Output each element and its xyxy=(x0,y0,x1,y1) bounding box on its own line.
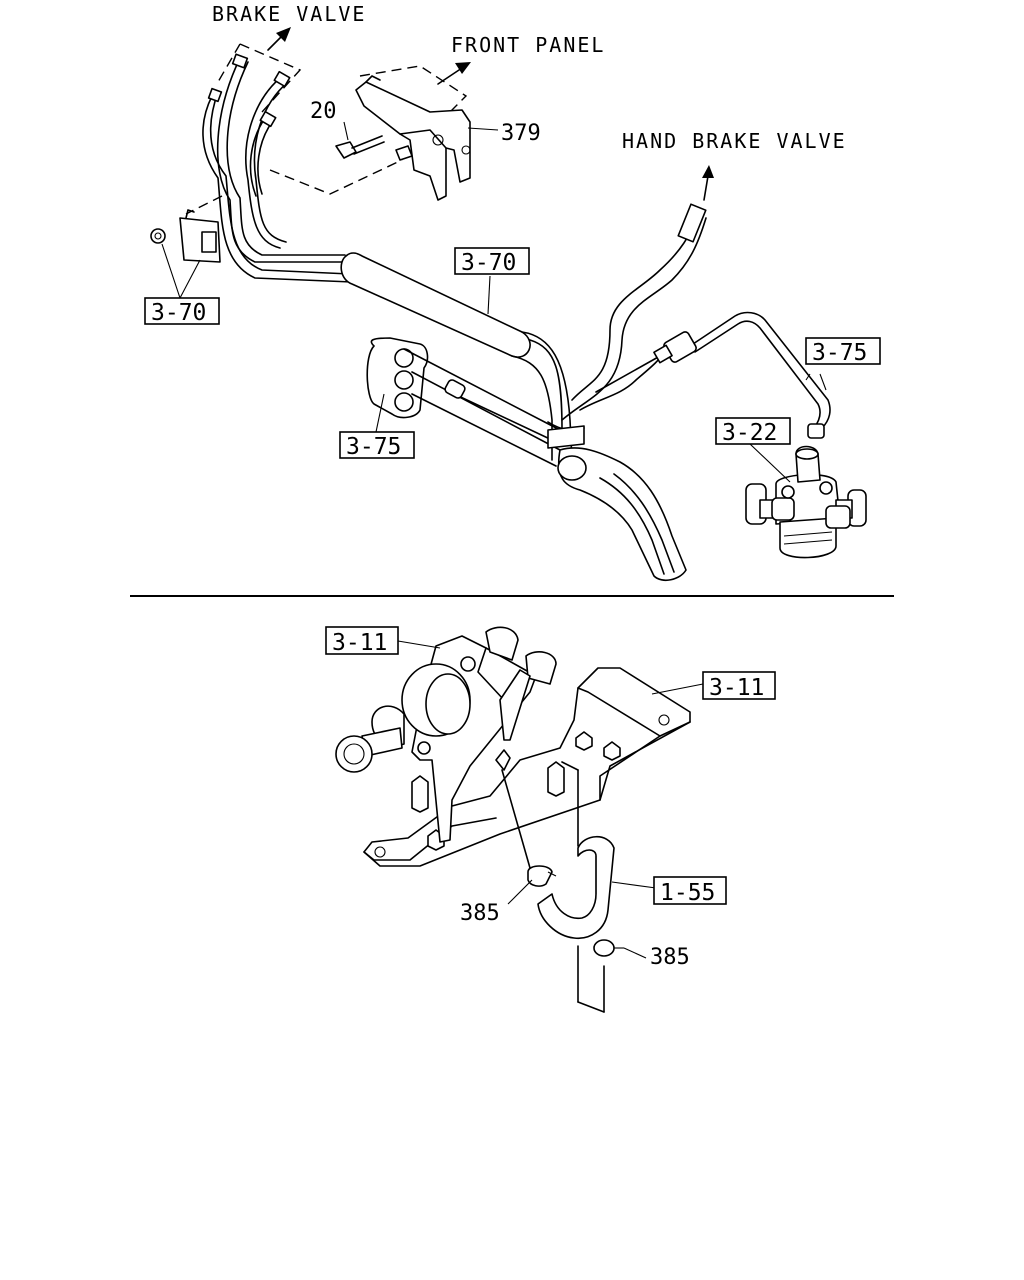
front-panel-bracket xyxy=(269,65,471,201)
hose xyxy=(537,835,615,939)
lower-assembly: 385 385 3-11 3-11 1-55 xyxy=(325,626,776,1013)
grommet-conduit xyxy=(557,447,687,582)
ref-1-55-label: 1-55 xyxy=(660,880,715,906)
ref-box-3-11-left[interactable]: 3-11 xyxy=(325,626,399,656)
ref-box-3-75-right[interactable]: 3-75 xyxy=(805,337,881,366)
hand-brake-valve-label: HAND BRAKE VALVE xyxy=(622,129,847,153)
bolt-icon xyxy=(547,761,565,797)
brake-pipe-bundle xyxy=(202,53,353,283)
ref-box-3-75-left[interactable]: 3-75 xyxy=(339,431,415,460)
ref-3-75-left-label: 3-75 xyxy=(346,434,401,460)
bolt-icon xyxy=(603,741,621,761)
callout-20: 20 xyxy=(310,99,337,124)
nut-icon xyxy=(150,228,166,244)
ref-3-75-right-label: 3-75 xyxy=(812,340,867,366)
bolt-icon xyxy=(411,775,429,813)
pipe-bracket-left xyxy=(150,195,223,263)
brake-valve-label: BRAKE VALVE xyxy=(212,2,366,26)
ref-box-3-70-left[interactable]: 3-70 xyxy=(144,297,220,326)
hand-brake-pipes xyxy=(561,203,707,421)
bolt-icon xyxy=(335,135,385,159)
ref-3-70-center-label: 3-70 xyxy=(461,250,516,276)
valve-icon xyxy=(335,626,557,843)
arrow-icon xyxy=(702,165,714,201)
relay-valve xyxy=(745,445,867,559)
clamp-icon xyxy=(593,939,624,957)
ref-box-3-11-right[interactable]: 3-11 xyxy=(702,671,776,701)
callout-385-right: 385 xyxy=(650,945,690,970)
relay-valve-pipe xyxy=(595,311,831,439)
ref-box-3-70-center[interactable]: 3-70 xyxy=(454,247,530,276)
pipe-clamp xyxy=(366,337,585,467)
upper-assembly: BRAKE VALVE FRONT PANEL HAND BRAKE VALVE xyxy=(144,2,881,582)
callout-379: 379 xyxy=(501,121,541,146)
arrow-icon xyxy=(437,62,471,85)
ref-box-3-22[interactable]: 3-22 xyxy=(715,417,791,446)
front-panel-label: FRONT PANEL xyxy=(451,33,605,57)
clamp-icon xyxy=(527,865,557,887)
ref-3-22-label: 3-22 xyxy=(722,420,777,446)
ref-3-11-right-label: 3-11 xyxy=(709,675,764,701)
bolt-icon xyxy=(395,145,413,161)
arrow-icon xyxy=(267,27,291,51)
leader-lines-lower xyxy=(397,640,704,959)
ref-3-70-left-label: 3-70 xyxy=(151,300,206,326)
bolt-icon xyxy=(575,731,593,751)
ref-box-1-55[interactable]: 1-55 xyxy=(653,876,727,906)
ref-3-11-left-label: 3-11 xyxy=(332,630,387,656)
callout-385-left: 385 xyxy=(460,901,500,926)
leader-lines-upper xyxy=(161,121,827,483)
